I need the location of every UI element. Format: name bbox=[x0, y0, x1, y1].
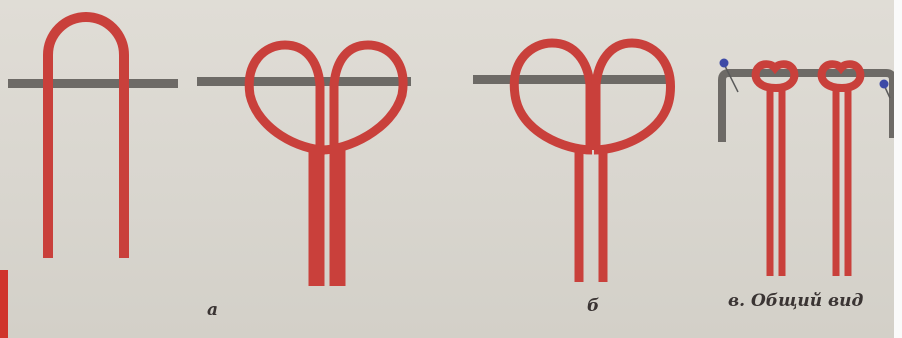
cord-ends bbox=[579, 150, 603, 282]
page-edge bbox=[894, 0, 902, 338]
holding-bar bbox=[8, 79, 178, 88]
cord-left-loop bbox=[514, 43, 592, 150]
corner-accent bbox=[0, 270, 8, 338]
holding-frame bbox=[722, 73, 893, 142]
figure-a bbox=[197, 45, 411, 286]
figure-b bbox=[473, 43, 673, 282]
figure-start bbox=[8, 17, 178, 258]
cord-ends bbox=[313, 150, 341, 286]
holding-bar bbox=[197, 77, 411, 86]
caption-a: а bbox=[207, 300, 218, 320]
holding-bar bbox=[473, 75, 673, 84]
cord-knot-left bbox=[756, 64, 795, 276]
cord-loop bbox=[48, 17, 124, 258]
caption-b: б bbox=[587, 296, 599, 316]
cord-right-loop bbox=[594, 43, 670, 150]
figure-c bbox=[720, 59, 894, 277]
caption-general-view: в. Общий вид bbox=[728, 291, 863, 311]
pin-right bbox=[880, 80, 891, 99]
cord-knot-right bbox=[822, 64, 861, 276]
